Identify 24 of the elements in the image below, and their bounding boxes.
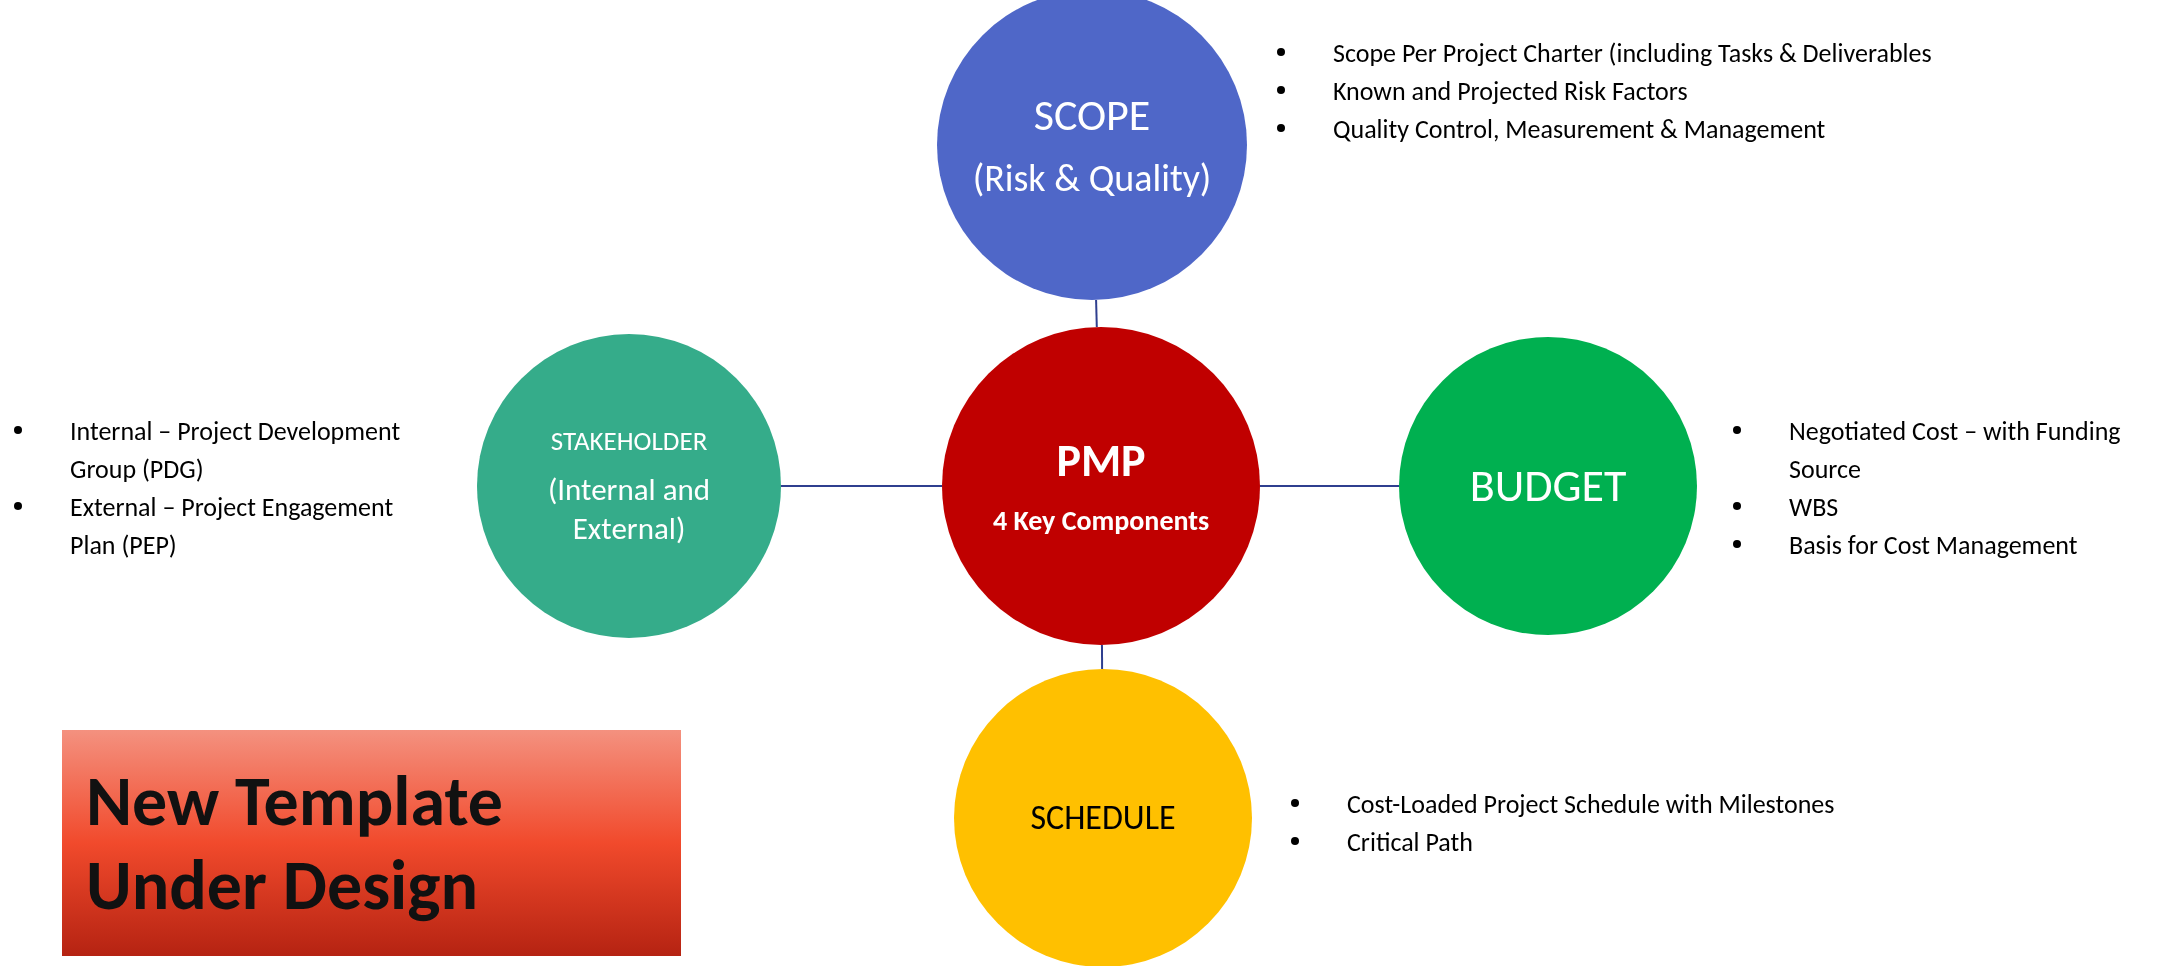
node-label: 4 Key Components (992, 501, 1210, 540)
node-label: PMP (1056, 432, 1146, 490)
node-label: STAKEHOLDER (550, 424, 708, 459)
bullet-text: Cost-Loaded Project Schedule with Milestones (1347, 787, 1835, 822)
node-label: BUDGET (1469, 457, 1627, 515)
bullet-text: External – Project Engagement Plan (PEP) (70, 490, 395, 563)
bullet-text: Scope Per Project Charter (including Tasks & Deliverables (1333, 36, 1932, 71)
bullet-text: Quality Control, Measurement & Management (1333, 112, 1826, 147)
bullet-text: Negotiated Cost – with Funding Source (1789, 414, 2122, 487)
banner-text: New Template Under Design (86, 759, 505, 927)
node-label: SCOPE (1033, 87, 1151, 143)
node-label: (Risk & Quality) (972, 154, 1212, 203)
bullet-text: Known and Projected Risk Factors (1333, 74, 1688, 109)
node-label: SCHEDULE (1030, 796, 1176, 840)
bullet-text: WBS (1789, 490, 1839, 525)
connector-line (1095, 298, 1098, 329)
bullet-text: Internal – Project Development Group (PDG) (70, 414, 402, 487)
banner-box (62, 730, 681, 956)
bullet-text: Basis for Cost Management (1789, 528, 2078, 563)
node-label: (Internal and External) (546, 470, 712, 548)
connector-line (780, 485, 943, 487)
bullet-text: Critical Path (1347, 825, 1473, 860)
connector-line (1100, 644, 1104, 670)
connector-line (1259, 485, 1400, 487)
